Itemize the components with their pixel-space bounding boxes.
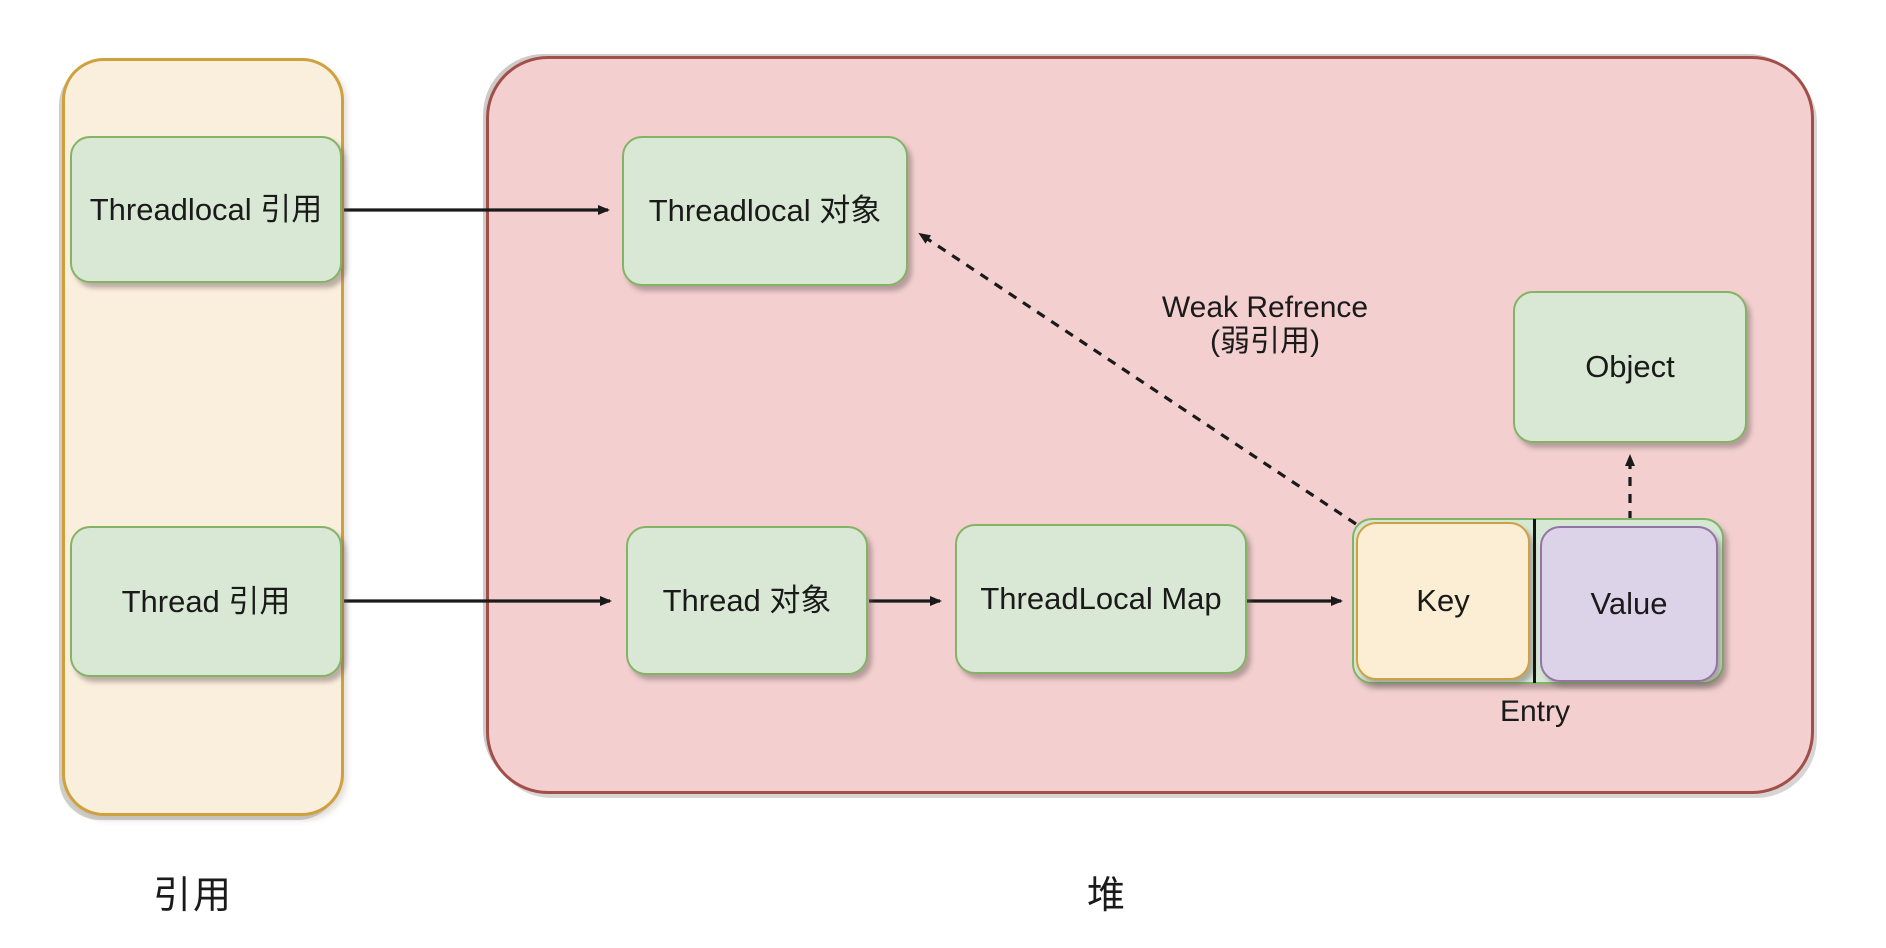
- node-threadlocal-object-label: Threadlocal 对象: [648, 193, 882, 229]
- node-threadlocal-map-label: ThreadLocal Map: [980, 581, 1222, 617]
- node-value: Value: [1540, 526, 1718, 682]
- weak-reference-label-line1: Weak Refrence: [1161, 291, 1369, 324]
- weak-reference-label: Weak Refrence (弱引用): [1130, 291, 1400, 359]
- node-key: Key: [1356, 522, 1530, 680]
- node-thread-object: Thread 对象: [626, 526, 868, 675]
- node-key-label: Key: [1416, 583, 1470, 619]
- node-threadlocal-object: Threadlocal 对象: [622, 136, 908, 286]
- weak-reference-label-line2: (弱引用): [1210, 325, 1320, 358]
- node-thread-object-label: Thread 对象: [662, 582, 832, 618]
- node-threadlocal-map: ThreadLocal Map: [955, 524, 1247, 674]
- node-threadlocal-reference-label: Threadlocal 引用: [89, 191, 323, 227]
- heap-zone-label: 堆: [1086, 875, 1127, 917]
- node-threadlocal-reference: Threadlocal 引用: [70, 136, 342, 283]
- node-object: Object: [1513, 291, 1747, 443]
- node-thread-reference: Thread 引用: [70, 526, 342, 677]
- entry-key-value-divider: [1533, 519, 1536, 683]
- entry-label: Entry: [1499, 695, 1571, 728]
- node-object-label: Object: [1585, 349, 1675, 385]
- stack-zone-label: 引用: [152, 875, 233, 917]
- node-thread-reference-label: Thread 引用: [121, 583, 291, 619]
- node-value-label: Value: [1590, 586, 1668, 622]
